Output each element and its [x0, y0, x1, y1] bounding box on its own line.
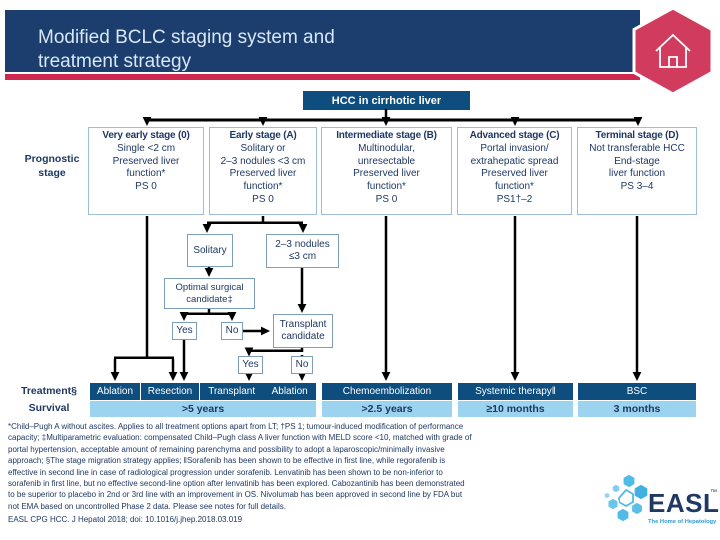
survival-systemic: ≥10 months — [458, 401, 573, 417]
connector-early-branch — [202, 216, 308, 233]
treatment-systemic-therapy: Systemic therapy‖ — [458, 383, 573, 400]
decision-box-yes-surgery: Yes — [172, 322, 197, 340]
stage-box-terminal: Terminal stage (D) Not transferable HCC … — [577, 127, 697, 215]
stage-body: Multinodular, unresectable Preserved liv… — [353, 142, 420, 205]
stage-body: Solitary or 2–3 nodules <3 cm Preserved … — [220, 142, 306, 205]
treatment-ablation: Ablation — [90, 383, 141, 400]
connector-root-to-stages — [142, 109, 643, 126]
stage-title: Advanced stage (C) — [469, 130, 560, 141]
stage-body: Portal invasion/ extrahepatic spread Pre… — [470, 142, 559, 205]
title-underline — [5, 74, 640, 80]
stage-body: Not transferable HCC End-stage liver fun… — [589, 142, 685, 193]
footnote-line: effective in second line in case of radi… — [8, 467, 443, 477]
treatment-ablation-2: Ablation — [271, 386, 308, 397]
stage-box-early: Early stage (A) Solitary or 2–3 nodules … — [209, 127, 317, 215]
treatment-bsc: BSC — [578, 383, 696, 400]
footnote-line: capacity; ‡Multiparametric evaluation: c… — [8, 433, 472, 443]
treatment-chemoembolization: Chemoembolization — [322, 383, 452, 400]
footnote-line: to be superior to placebo in 2nd or 3rd … — [8, 490, 463, 500]
trademark-symbol: ™ — [710, 489, 717, 496]
footnote-block: *Child–Pugh A without ascites. Applies t… — [8, 421, 608, 526]
stage-box-very-early: Very early stage (0) Single <2 cm Preser… — [88, 127, 204, 215]
title-banner: Modified BCLC staging system and treatme… — [5, 10, 640, 72]
stage-title: Early stage (A) — [229, 130, 297, 141]
decision-box-optimal-surgical: Optimal surgical candidate‡ — [164, 278, 255, 309]
survival-row-label: Survival — [28, 402, 70, 414]
treatment-resection: Resection — [141, 383, 200, 400]
treatment-transplant-ablation: Transplant Ablation — [200, 383, 316, 400]
stage-body: Single <2 cm Preserved liver function* P… — [112, 142, 180, 193]
reference-citation: EASL CPG HCC. J Hepatol 2018; doi: 10.10… — [8, 515, 243, 525]
treatment-row-label: Treatment§ — [20, 385, 78, 397]
decision-box-transplant-candidate: Transplant candidate — [273, 314, 333, 348]
survival-chemoembolization: >2.5 years — [322, 401, 452, 417]
stage-box-intermediate: Intermediate stage (B) Multinodular, unr… — [321, 127, 452, 215]
footnote-line: sorafenib in first line, but no effectiv… — [8, 479, 465, 489]
prognostic-stage-label: Prognostic stage — [24, 153, 80, 179]
home-button[interactable] — [631, 6, 715, 96]
decision-box-nodules: 2–3 nodules ≤3 cm — [266, 234, 339, 268]
stage-title: Very early stage (0) — [102, 130, 190, 141]
slide-title: Modified BCLC staging system and treatme… — [38, 27, 335, 72]
stage-title: Terminal stage (D) — [595, 130, 679, 141]
decision-box-solitary: Solitary — [187, 234, 233, 267]
treatment-transplant: Transplant — [208, 386, 256, 397]
hexagon-shape — [632, 6, 714, 96]
connector-stages-to-treatment — [381, 216, 642, 381]
survival-bsc: 3 months — [578, 401, 696, 417]
easl-tagline: The Home of Hepatology — [648, 519, 717, 525]
easl-wordmark: EASL — [648, 488, 719, 518]
footnote-line: portal hypertension, acceptable amount o… — [8, 444, 445, 454]
root-node-hcc: HCC in cirrhotic liver — [303, 91, 470, 110]
survival-curative: >5 years — [90, 401, 316, 417]
decision-box-no-surgery: No — [221, 322, 243, 340]
stage-title: Intermediate stage (B) — [336, 130, 437, 141]
footnote-line: not EMA based on uncontrolled Phase 2 da… — [8, 501, 286, 511]
stage-box-advanced: Advanced stage (C) Portal invasion/ extr… — [457, 127, 572, 215]
decision-box-no-transplant: No — [291, 356, 313, 374]
decision-box-yes-transplant: Yes — [238, 356, 263, 374]
footnote-line: approach; §The stage migration strategy … — [8, 456, 446, 466]
treatment-bar-curative: Ablation Resection Transplant Ablation — [90, 383, 316, 400]
home-icon — [655, 33, 691, 68]
footnote-line: *Child–Pugh A without ascites. Applies t… — [8, 422, 464, 431]
easl-logo: EASL ™ The Home of Hepatology — [603, 473, 719, 525]
easl-hexagon-cluster-icon — [603, 473, 649, 523]
